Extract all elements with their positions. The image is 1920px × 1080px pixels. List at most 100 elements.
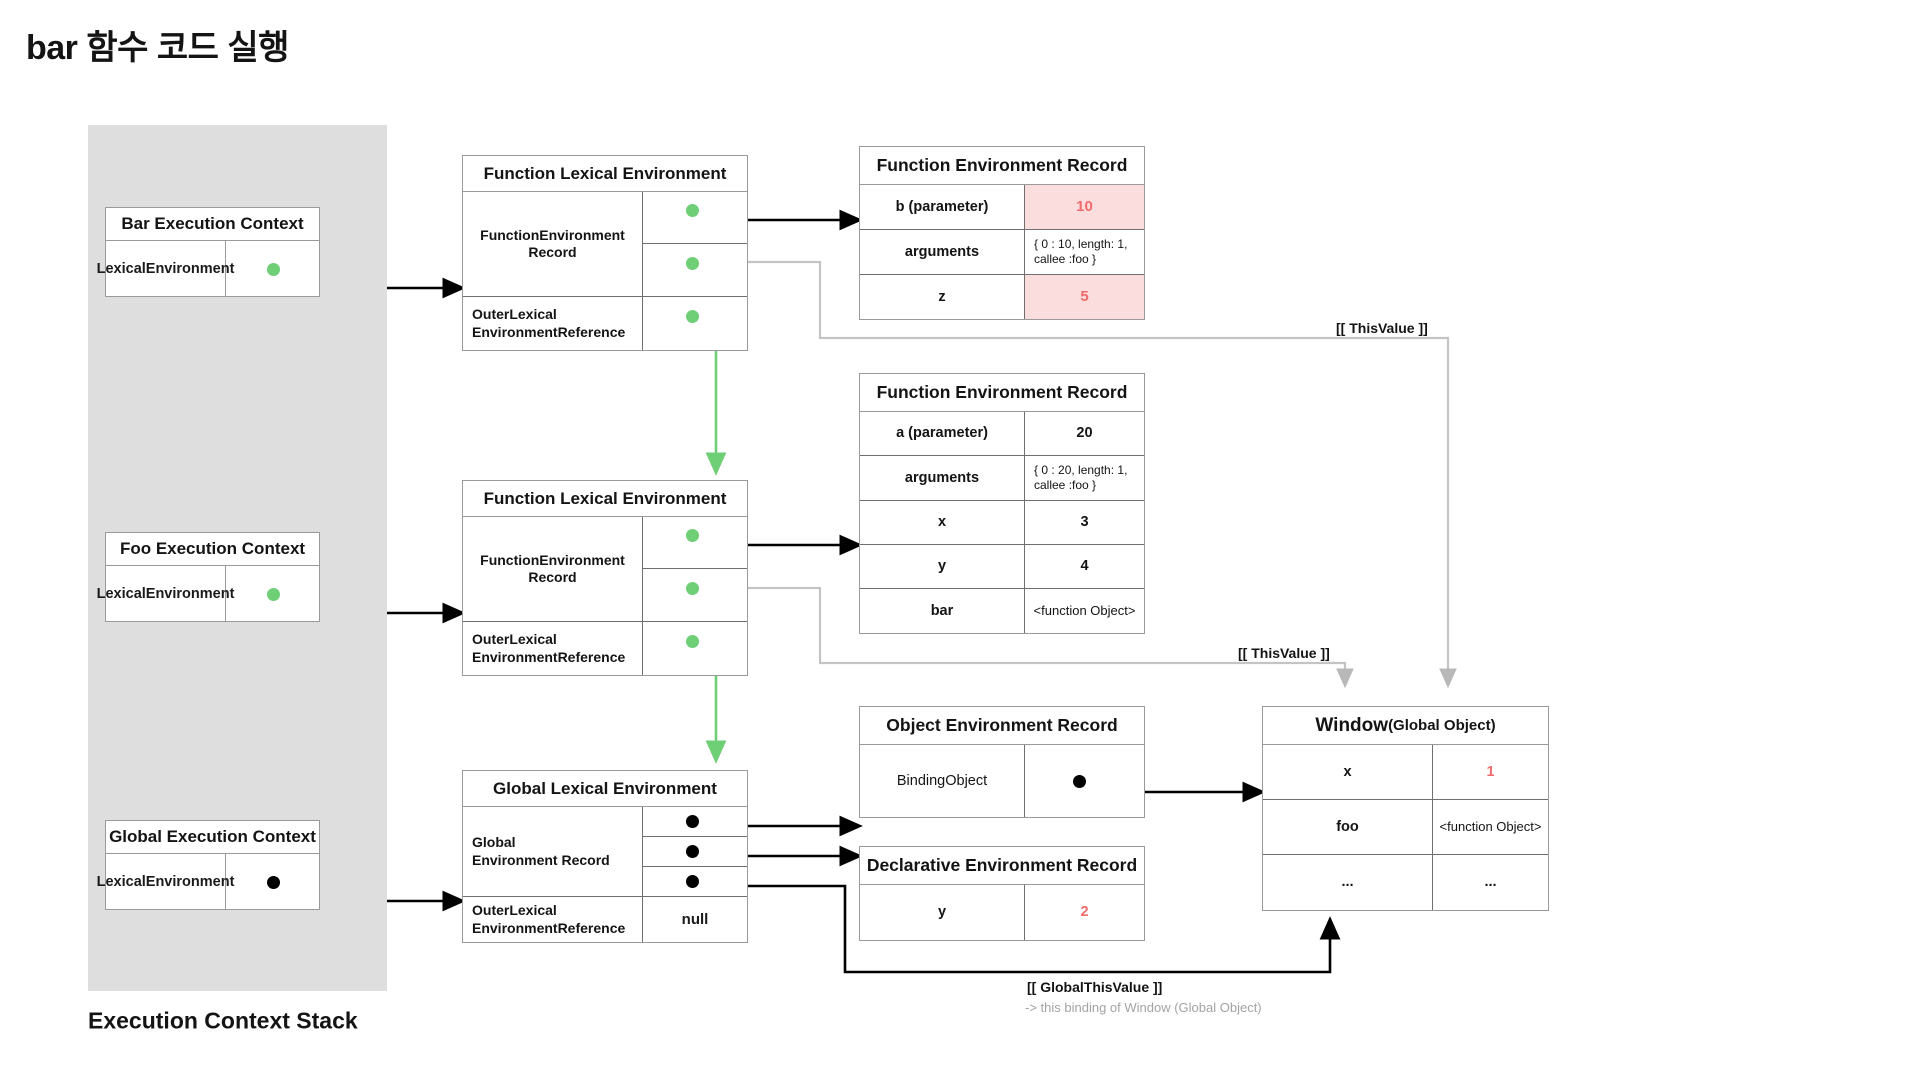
table-row: foo <function Object> — [1263, 800, 1548, 855]
record-value: ... — [1484, 874, 1497, 891]
stack-caption: Execution Context Stack — [88, 1007, 358, 1034]
record-value: { 0 : 20, length: 1, callee :foo } — [1025, 456, 1144, 500]
foo-function-environment-record-title: Function Environment Record — [860, 374, 1144, 412]
record-key: arguments — [860, 230, 1025, 274]
window-title-sub: (Global Object) — [1388, 717, 1496, 734]
record-key: foo — [1263, 800, 1433, 854]
bar-function-environment-record[interactable]: Function Environment Record b (parameter… — [859, 146, 1145, 320]
record-value: 2 — [1080, 904, 1089, 921]
record-value: 10 — [1025, 185, 1144, 229]
record-key: a (parameter) — [860, 412, 1025, 455]
label-line-1: FunctionEnvironment — [480, 551, 625, 568]
bar-record-slot-2-thisvalue[interactable] — [643, 244, 747, 297]
table-row: y 2 — [860, 885, 1144, 940]
black-pointer-dot-icon — [267, 876, 280, 889]
foo-execution-context-title: Foo Execution Context — [106, 533, 319, 566]
record-key: x — [860, 501, 1025, 544]
black-pointer-dot-icon — [686, 845, 699, 858]
table-row: arguments { 0 : 10, length: 1, callee :f… — [860, 230, 1144, 275]
object-environment-record[interactable]: Object Environment Record BindingObject — [859, 706, 1145, 818]
bar-function-lexical-environment[interactable]: Function Lexical Environment FunctionEnv… — [462, 155, 748, 351]
label-line-2: EnvironmentReference — [472, 648, 626, 665]
declarative-environment-record[interactable]: Declarative Environment Record y 2 — [859, 846, 1145, 941]
object-environment-record-title: Object Environment Record — [860, 707, 1144, 745]
table-row: ... ... — [1263, 855, 1548, 910]
global-lexicalenvironment-pointer-cell — [226, 854, 319, 910]
green-pointer-dot-icon — [686, 529, 699, 542]
global-execution-context[interactable]: Global Execution Context LexicalEnvironm… — [97, 820, 320, 910]
table-row: z 5 — [860, 275, 1144, 319]
annotation-thisvalue-bar: [[ ThisValue ]] — [1336, 320, 1428, 336]
bindingobject-pointer-cell — [1025, 745, 1144, 817]
label-line-1: OuterLexical — [472, 902, 557, 918]
bar-function-lexical-environment-title: Function Lexical Environment — [463, 156, 747, 192]
green-pointer-dot-icon — [686, 204, 699, 217]
foo-function-environment-record[interactable]: Function Environment Record a (parameter… — [859, 373, 1145, 634]
black-pointer-dot-icon — [686, 875, 699, 888]
label-line-2: Record — [528, 569, 577, 585]
global-env-record-label: Global Environment Record — [463, 807, 642, 897]
declarative-environment-record-title: Declarative Environment Record — [860, 847, 1144, 885]
record-key: y — [860, 885, 1025, 940]
green-pointer-dot-icon — [686, 635, 699, 648]
global-lexicalenvironment-label: LexicalEnvironment — [97, 854, 234, 910]
global-outer-lexical-label: OuterLexical EnvironmentReference — [463, 897, 642, 942]
foo-execution-context[interactable]: Foo Execution Context LexicalEnvironment — [97, 532, 320, 622]
page-title: bar 함수 코드 실행 — [26, 29, 289, 67]
record-value: <function Object> — [1033, 602, 1136, 618]
bar-function-environment-record-title: Function Environment Record — [860, 147, 1144, 185]
record-key: arguments — [860, 456, 1025, 500]
record-value: 1 — [1486, 763, 1495, 780]
green-pointer-dot-icon — [686, 310, 699, 323]
bar-outer-lexical-slot[interactable] — [643, 297, 747, 350]
global-record-slot-declarativeenv[interactable] — [643, 837, 747, 867]
record-key: x — [1263, 745, 1433, 799]
global-record-slot-objectenv[interactable] — [643, 807, 747, 837]
global-outer-lexical-value: null — [681, 911, 709, 928]
value-line-2: callee :foo } — [1034, 252, 1097, 266]
table-row: y 4 — [860, 545, 1144, 589]
bar-execution-context-title: Bar Execution Context — [106, 208, 319, 241]
annotation-thisvalue-foo: [[ ThisValue ]] — [1238, 645, 1330, 661]
bar-lexicalenvironment-pointer-cell — [226, 241, 319, 297]
label-line-2: EnvironmentReference — [472, 919, 626, 936]
record-value: { 0 : 10, length: 1, callee :foo } — [1025, 230, 1144, 274]
table-row: arguments { 0 : 20, length: 1, callee :f… — [860, 456, 1144, 501]
global-lexical-environment[interactable]: Global Lexical Environment Global Enviro… — [462, 770, 748, 943]
label-line-1: OuterLexical — [472, 631, 557, 647]
record-key: b (parameter) — [860, 185, 1025, 229]
record-value: 5 — [1025, 275, 1144, 319]
record-key: y — [860, 545, 1025, 588]
table-row: x 3 — [860, 501, 1144, 545]
foo-function-lexical-environment-title: Function Lexical Environment — [463, 481, 747, 517]
record-value: 20 — [1076, 425, 1093, 442]
foo-outer-lexical-slot[interactable] — [643, 622, 747, 675]
table-row: bar <function Object> — [860, 589, 1144, 633]
global-execution-context-title: Global Execution Context — [106, 821, 319, 854]
green-pointer-dot-icon — [267, 588, 280, 601]
record-value: 3 — [1080, 514, 1089, 531]
value-line-2: callee :foo } — [1034, 478, 1097, 492]
label-line-2: Record — [528, 244, 577, 260]
green-pointer-dot-icon — [686, 257, 699, 270]
label-line-1: FunctionEnvironment — [480, 226, 625, 243]
table-row: b (parameter) 10 — [860, 185, 1144, 230]
foo-record-slot-2-thisvalue[interactable] — [643, 569, 747, 622]
window-global-object[interactable]: Window(Global Object) x 1 foo <function … — [1262, 706, 1549, 911]
record-value: <function Object> — [1439, 818, 1542, 834]
foo-function-env-record-label: FunctionEnvironment Record — [463, 517, 642, 622]
global-record-slot-globalthisvalue[interactable] — [643, 867, 747, 897]
record-key: z — [860, 275, 1025, 319]
foo-record-slot-1[interactable] — [643, 517, 747, 569]
record-value: 4 — [1080, 558, 1089, 575]
bar-execution-context[interactable]: Bar Execution Context LexicalEnvironment — [97, 207, 320, 297]
table-row: x 1 — [1263, 745, 1548, 800]
record-key: bar — [860, 589, 1025, 633]
foo-function-lexical-environment[interactable]: Function Lexical Environment FunctionEnv… — [462, 480, 748, 676]
black-pointer-dot-icon — [686, 815, 699, 828]
bar-record-slot-1[interactable] — [643, 192, 747, 244]
bar-lexicalenvironment-label: LexicalEnvironment — [97, 241, 234, 297]
record-key: ... — [1263, 855, 1433, 910]
window-title: Window(Global Object) — [1263, 707, 1548, 745]
foo-outer-lexical-label: OuterLexical EnvironmentReference — [463, 622, 642, 675]
